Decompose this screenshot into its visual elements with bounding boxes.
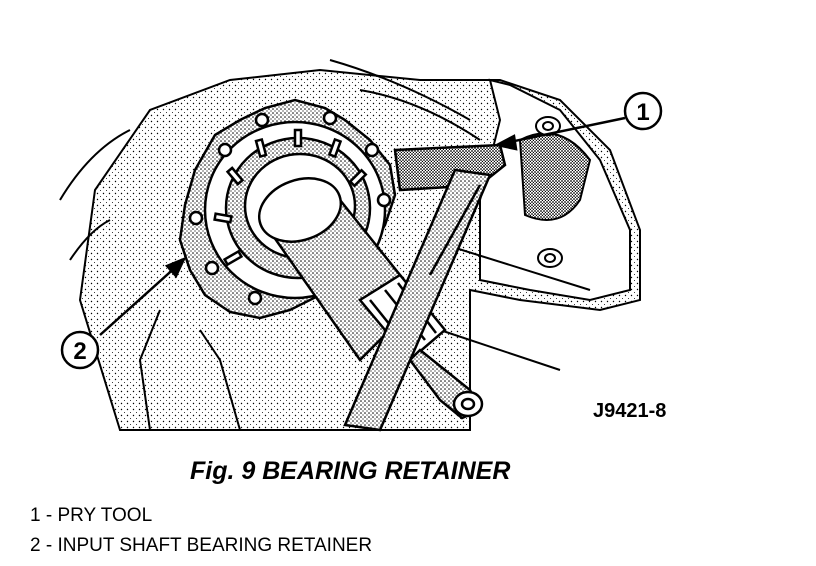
figure-code: J9421-8 (593, 400, 666, 422)
callout-2: 2 (60, 330, 100, 370)
bearing-retainer-illustration: 1 2 J9421-8 (59, 59, 666, 432)
leader-line-1 (504, 116, 626, 145)
pry-tool (343, 143, 507, 432)
leader-line-2 (99, 264, 179, 336)
input-shaft (257, 177, 484, 420)
legend-item-input-shaft-bearing-retainer: 2 - INPUT SHAFT BEARING RETAINER (30, 535, 373, 556)
legend-item-pry-tool: 1 - PRY TOOL (30, 505, 153, 526)
callout-1-number: 1 (636, 99, 649, 126)
callout-2-number: 2 (73, 338, 86, 365)
callout-1: 1 (623, 91, 663, 131)
leader-lines (99, 116, 626, 336)
leader-arrow-2 (164, 256, 187, 279)
figure-caption: Fig. 9 BEARING RETAINER (190, 457, 511, 485)
case-boss (518, 116, 592, 268)
leader-arrow-1 (493, 134, 518, 151)
